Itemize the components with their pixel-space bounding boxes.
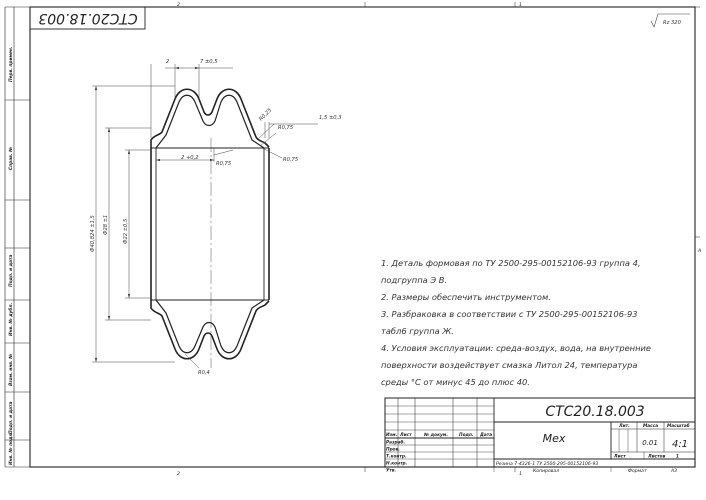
code-box: [29, 6, 146, 30]
frame-copied: Копировал: [533, 468, 559, 474]
dim-flange-length: 2 +0,2: [181, 155, 199, 161]
note-line: 3. Разбраковка в соответствии с ТУ 2500-…: [381, 309, 638, 319]
side-label-sign-date-2: Подп. и дата: [8, 402, 14, 434]
note-line: 2. Размеры обеспечить инструментом.: [381, 292, 551, 302]
dim-outer-diameter: Ф40,824 ±1,5: [90, 214, 96, 252]
dim-pitch: 7 ±0,5: [200, 59, 218, 65]
dim-thickness: 2: [166, 59, 169, 65]
title-block: [384, 397, 696, 472]
zone-top-left: 2: [177, 2, 180, 8]
note-line: 1. Деталь формовая по ТУ 2500-295-001521…: [381, 258, 641, 268]
title-sheet-label: Лист: [613, 454, 626, 460]
title-role-norm-control: Н.контр.: [386, 461, 408, 467]
title-col-sheet: Лист: [399, 432, 412, 438]
title-part-name: Мех: [543, 432, 566, 445]
side-label-reference: Справ. №: [8, 147, 14, 170]
title-mass-header: Масса: [643, 423, 658, 429]
side-label-dup-inv: Инв. № дубл.: [7, 303, 14, 336]
title-scale-value: 4:1: [672, 439, 688, 450]
zone-bottom-left: 2: [177, 471, 180, 477]
zone-top-right: 1: [519, 2, 522, 8]
title-col-date: Дата: [479, 432, 492, 438]
frame-format-label: Формат: [628, 468, 647, 474]
title-role-approved: Утв.: [386, 468, 397, 474]
dim-mid-diameter: Ф28 ±1: [103, 215, 109, 235]
title-sheets-label: Листов: [647, 454, 666, 460]
title-col-doc: № докум.: [423, 432, 448, 438]
note-line: поверхности воздействует смазка Литол 24…: [381, 360, 638, 370]
title-mass-value: 0.01: [642, 439, 658, 447]
dim-r-bottom: R0,4: [198, 370, 210, 376]
title-material: Резина 7-4326-1 ТУ 2500-295-00152106-93: [496, 461, 598, 467]
side-strip: [4, 7, 30, 467]
title-lit-header: Лит.: [618, 423, 630, 429]
dim-lip: 1,5 ±0,3: [319, 115, 342, 121]
drawing-frame: [5, 2, 700, 472]
side-label-sign-date-1: Подп. и дата: [8, 255, 14, 287]
title-designation: СТС20.18.003: [545, 404, 644, 420]
title-role-tech-control: Т.контр.: [386, 454, 407, 460]
dimension-arrows: [94, 66, 214, 362]
title-col-sign: Подп.: [459, 432, 474, 438]
title-scale-header: Масштаб: [667, 422, 690, 429]
technical-notes: 1. Деталь формовая по ТУ 2500-295-001521…: [381, 258, 651, 387]
title-sheets-value: 1: [676, 454, 679, 460]
note-line: табл6 группа Ж.: [381, 326, 454, 336]
note-line: 4. Условия эксплуатации: среда-воздух, в…: [381, 343, 651, 353]
title-role-checker: Пров.: [386, 447, 400, 453]
dim-r-hub: R0,75: [283, 157, 299, 163]
side-label-replaced-inv: Взам. инв. №: [8, 354, 14, 386]
note-line: среды °С от минус 45 до плюс 40.: [381, 377, 530, 387]
zone-bottom-right: 1: [519, 471, 522, 477]
dim-r-outer: R0,75: [278, 125, 294, 131]
code-box-text: СТС20.18.003: [38, 10, 137, 26]
roughness-value: Rz 320: [663, 20, 682, 26]
frame-format-value: А3: [670, 468, 677, 474]
dim-r-inner: R0,75: [216, 161, 232, 167]
note-line: подгруппа Э В.: [381, 275, 447, 285]
title-col-rev: Изм.: [386, 432, 398, 438]
side-label-orig-inv: Инв. № подл.: [8, 431, 14, 465]
dimension-lines: [92, 64, 318, 369]
bellows-part: [150, 88, 270, 360]
title-role-developer: Разраб.: [386, 439, 406, 446]
roughness-symbol: [650, 13, 690, 28]
dim-inner-diameter: Ф22 ±0,5: [123, 218, 129, 244]
side-label-first-use: Перв. примен.: [8, 46, 14, 82]
zone-side: А: [697, 248, 701, 254]
